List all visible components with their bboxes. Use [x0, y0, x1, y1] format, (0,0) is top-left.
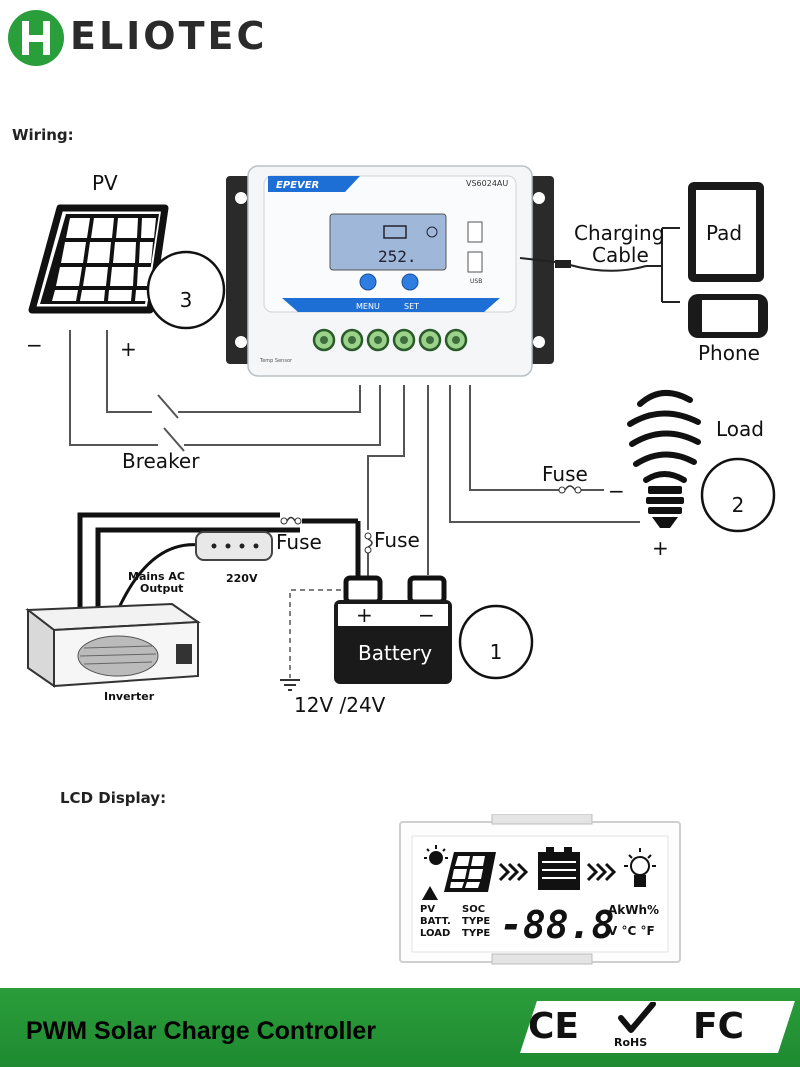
battery-label: Battery — [358, 641, 432, 665]
breaker-label: Breaker — [122, 449, 200, 473]
lcd-display: PV BATT. LOAD SOC TYPE TYPE AkWh% V °C °… — [399, 814, 681, 965]
product-title: PWM Solar Charge Controller — [26, 1017, 377, 1045]
wiring-label: Wiring: — [12, 126, 74, 144]
load-number: 2 — [732, 493, 745, 517]
controller-lcd-reading: 252. — [378, 247, 417, 266]
lcd-battery-icon — [538, 847, 580, 890]
lcd-batt-label: BATT. — [420, 916, 451, 927]
battery-plus: + — [356, 603, 373, 627]
pv-plus: + — [120, 337, 137, 361]
charging-cable-line1: Charging — [574, 221, 664, 245]
menu-label: MENU — [356, 302, 380, 311]
pv-minus: − — [26, 333, 43, 357]
ac-socket-icon — [195, 531, 273, 561]
battery-number: 1 — [490, 640, 503, 664]
temp-sensor-label: Temp Sensor — [259, 358, 293, 364]
phone-label: Phone — [698, 341, 760, 365]
logo: ELIOTEC — [8, 8, 298, 68]
lcd-pv-label: PV — [420, 904, 435, 915]
pad-label: Pad — [706, 221, 742, 245]
usb-port[interactable] — [467, 251, 483, 273]
set-button[interactable] — [401, 273, 419, 291]
wiring-diagram: PV − + 3 Br — [25, 165, 776, 717]
load-plus: + — [652, 536, 669, 560]
controller-battery-glyph — [383, 225, 407, 239]
lcd-type-label: TYPE — [462, 928, 490, 939]
ground-icon — [280, 679, 300, 691]
inverter-fuse-icon — [280, 516, 302, 525]
usb-label: USB — [470, 278, 482, 285]
lcd-solar-panel-icon — [444, 852, 496, 892]
v220-label: 220V — [226, 572, 258, 585]
rohs-check-icon — [617, 1001, 657, 1034]
solar-panel-icon — [28, 204, 169, 314]
mains-ac-line1: Mains AC — [128, 570, 185, 583]
lcd-soc-label: SOC — [462, 904, 485, 915]
load-minus: − — [608, 479, 625, 503]
tablet-icon — [688, 182, 764, 282]
lcd-display-label: LCD Display: — [60, 789, 167, 807]
set-label: SET — [404, 302, 419, 311]
controller-model: VS6024AU — [466, 179, 508, 188]
phone-icon — [688, 294, 768, 338]
pv-number: 3 — [180, 288, 193, 312]
fuse-load-label: Fuse — [542, 462, 588, 486]
battery-minus: − — [418, 603, 435, 627]
battery-fuse-icon — [364, 532, 373, 554]
usb-plug — [555, 260, 571, 268]
pv-label: PV — [92, 171, 118, 195]
fc-mark: FC — [693, 1006, 745, 1047]
light-bulb-icon — [627, 390, 701, 483]
flow-arrows-icon — [498, 862, 529, 882]
voltage-label: 12V /24V — [294, 693, 386, 717]
lcd-load-label: LOAD — [420, 928, 450, 939]
lcd-type-label: TYPE — [462, 916, 490, 927]
logo-mark-icon — [8, 10, 64, 66]
logo-text: ELIOTEC — [70, 14, 268, 58]
load-label: Load — [716, 417, 764, 441]
lcd-bulb-icon — [624, 848, 656, 887]
lcd-digits: -88.8 — [500, 903, 614, 947]
inverter-icon — [25, 602, 201, 688]
flow-arrows-icon — [586, 862, 617, 882]
warning-icon — [422, 886, 438, 900]
mains-ac-line2: Output — [140, 582, 183, 595]
battery-icon — [334, 575, 452, 684]
rohs-mark: RoHS — [614, 1036, 648, 1049]
usb-port[interactable] — [467, 221, 483, 243]
controller-brand: EPEVER — [276, 180, 319, 191]
menu-button[interactable] — [359, 273, 377, 291]
charging-cable-line2: Cable — [592, 243, 649, 267]
sun-icon — [424, 845, 448, 865]
lcd-units-top: AkWh% — [608, 903, 659, 917]
lcd-units-bottom: V °C °F — [608, 924, 655, 938]
load-fuse-icon — [558, 485, 582, 494]
inverter-label: Inverter — [104, 690, 155, 703]
bulb-base-icon — [646, 486, 684, 528]
charge-controller: EPEVER VS6024AU 252. MENU SET USB — [226, 165, 554, 377]
fuse-battery-label: Fuse — [374, 528, 420, 552]
fuse-inverter-label: Fuse — [276, 530, 322, 554]
ce-mark: CE — [528, 1006, 580, 1047]
